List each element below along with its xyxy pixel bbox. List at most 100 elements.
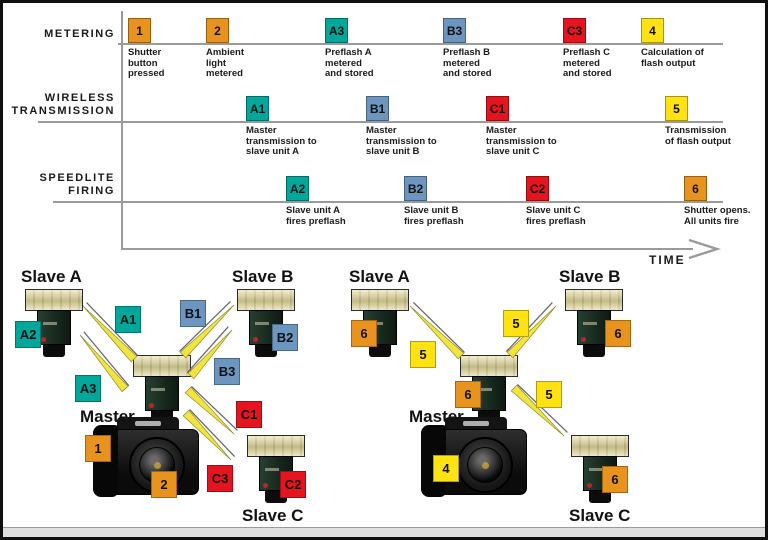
flash-head xyxy=(571,435,629,457)
preflash-setup-master-flash xyxy=(133,355,195,423)
row-label-metering: METERING xyxy=(44,28,115,40)
timeline-line-speedlite-firing xyxy=(53,201,723,203)
event-caption-4: Calculation of flash output xyxy=(641,47,704,69)
main-flash-setup-tag-4-6: 4 xyxy=(433,455,459,482)
flash-logo xyxy=(583,322,597,325)
flash-foot xyxy=(43,345,65,357)
event-caption-C1: Master transmission to slave unit C xyxy=(486,125,557,157)
event-box-A2: A2 xyxy=(286,176,309,201)
flash-head xyxy=(25,289,83,311)
row-label-wireless-transmission: WIRELESS TRANSMISSION xyxy=(11,92,115,117)
flash-head xyxy=(460,355,518,377)
flash-foot xyxy=(255,345,277,357)
event-caption-C3: Preflash C metered and stored xyxy=(563,47,612,79)
preflash-setup-tag-b2-4: B2 xyxy=(272,324,298,351)
camera-lens-glint xyxy=(154,462,161,469)
event-box-C1: C1 xyxy=(486,96,509,121)
preflash-setup-slave-b-flash xyxy=(237,289,299,357)
flash-head xyxy=(133,355,191,377)
event-box-B3: B3 xyxy=(443,18,466,43)
flash-head xyxy=(565,289,623,311)
flash-foot xyxy=(369,345,391,357)
event-caption-B3: Preflash B metered and stored xyxy=(443,47,492,79)
main-flash-setup-tag-6-7: 6 xyxy=(602,466,628,493)
main-flash-setup-title-master: Master xyxy=(409,407,464,426)
event-caption-A3: Preflash A metered and stored xyxy=(325,47,374,79)
event-box-5: 5 xyxy=(665,96,688,121)
event-box-2: 2 xyxy=(206,18,229,43)
main-flash-setup-title-slave-b: Slave B xyxy=(559,267,621,286)
preflash-setup-tag-b3-5: B3 xyxy=(214,358,240,385)
flash-ready-led xyxy=(263,483,268,488)
preflash-setup-tag-2-10: 2 xyxy=(151,471,177,498)
flash-logo xyxy=(478,388,492,391)
time-arrow-icon xyxy=(688,238,721,260)
flash-foot xyxy=(589,491,611,503)
flash-ready-led xyxy=(149,403,154,408)
flash-logo xyxy=(255,322,269,325)
main-flash-setup-tag-6-3: 6 xyxy=(605,320,631,347)
event-box-1: 1 xyxy=(128,18,151,43)
event-caption-A2: Slave unit A fires preflash xyxy=(286,205,346,227)
event-caption-6: Shutter opens. All units fire xyxy=(684,205,751,227)
preflash-setup-tag-c3-7: C3 xyxy=(207,465,233,492)
event-box-B2: B2 xyxy=(404,176,427,201)
event-caption-2: Ambient light metered xyxy=(206,47,244,79)
time-axis-label: TIME xyxy=(649,253,686,267)
time-axis-line xyxy=(121,248,693,250)
timeline-line-wireless-transmission xyxy=(38,121,723,123)
event-box-A3: A3 xyxy=(325,18,348,43)
bottom-strip xyxy=(3,527,765,537)
camera-lens-inner xyxy=(467,447,503,483)
main-flash-setup-title-slave-c: Slave C xyxy=(569,506,631,525)
preflash-setup-title-slave-c: Slave C xyxy=(242,506,304,525)
flash-logo xyxy=(151,388,165,391)
main-flash-setup-tag-6-4: 6 xyxy=(455,381,481,408)
event-box-C3: C3 xyxy=(563,18,586,43)
event-caption-A1: Master transmission to slave unit A xyxy=(246,125,317,157)
event-box-A1: A1 xyxy=(246,96,269,121)
flash-head xyxy=(351,289,409,311)
preflash-setup-tag-a2-0: A2 xyxy=(15,321,41,348)
camera-lens xyxy=(457,437,513,493)
event-caption-5: Transmission of flash output xyxy=(665,125,731,147)
event-caption-B2: Slave unit B fires preflash xyxy=(404,205,464,227)
event-box-4: 4 xyxy=(641,18,664,43)
event-caption-1: Shutter button pressed xyxy=(128,47,165,79)
event-box-B1: B1 xyxy=(366,96,389,121)
flash-head xyxy=(237,289,295,311)
flash-ready-led xyxy=(41,337,46,342)
camera-logo xyxy=(463,421,489,426)
flash-logo xyxy=(589,468,603,471)
preflash-setup-tag-c2-8: C2 xyxy=(280,471,306,498)
main-flash-setup-tag-5-1: 5 xyxy=(410,341,436,368)
preflash-setup-slave-a-flash xyxy=(25,289,87,357)
camera-logo xyxy=(135,421,161,426)
camera-lens-glint xyxy=(482,462,489,469)
flash-ready-led xyxy=(581,337,586,342)
main-flash-setup-tag-5-5: 5 xyxy=(536,381,562,408)
preflash-setup-title-slave-b: Slave B xyxy=(232,267,294,286)
flash-head xyxy=(247,435,305,457)
event-caption-B1: Master transmission to slave unit B xyxy=(366,125,437,157)
main-flash-setup-tag-5-2: 5 xyxy=(503,310,529,337)
preflash-setup-tag-c1-6: C1 xyxy=(236,401,262,428)
flash-ready-led xyxy=(587,483,592,488)
event-box-6: 6 xyxy=(684,176,707,201)
main-flash-setup-title-slave-a: Slave A xyxy=(349,267,410,286)
timeline-line-metering xyxy=(118,43,723,45)
flash-logo xyxy=(265,468,279,471)
main-flash-setup-tag-6-0: 6 xyxy=(351,320,377,347)
flash-foot xyxy=(583,345,605,357)
preflash-setup-title-master: Master xyxy=(80,407,135,426)
timeline-vertical-axis xyxy=(121,11,123,249)
event-box-C2: C2 xyxy=(526,176,549,201)
preflash-setup-tag-a3-2: A3 xyxy=(75,375,101,402)
event-caption-C2: Slave unit C fires preflash xyxy=(526,205,586,227)
preflash-setup-tag-b1-3: B1 xyxy=(180,300,206,327)
row-label-speedlite-firing: SPEEDLITE FIRING xyxy=(39,172,115,197)
flash-ready-led xyxy=(253,337,258,342)
preflash-setup-tag-1-9: 1 xyxy=(85,435,111,462)
flash-logo xyxy=(43,322,57,325)
